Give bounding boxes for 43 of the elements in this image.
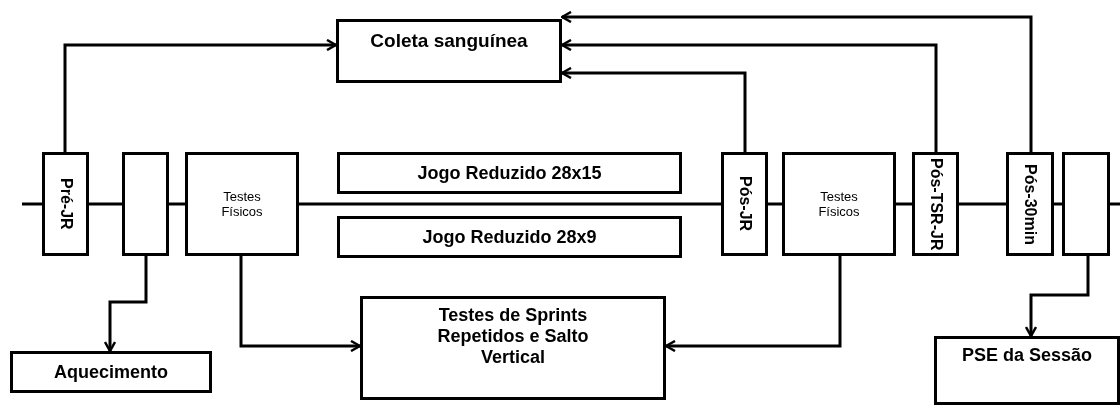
timeline-line: [89, 202, 122, 206]
arrow: [239, 256, 362, 353]
arrow: [664, 256, 842, 353]
timeline-line: [1054, 202, 1062, 206]
vertical-label: Pré-JR: [57, 178, 74, 230]
box-label: PSE da Sessão: [961, 345, 1093, 366]
process-box: [337, 152, 682, 194]
timeline-line: [299, 202, 721, 206]
process-box: [10, 351, 212, 393]
process-box: [1006, 152, 1054, 256]
arrow: [1024, 256, 1090, 338]
arrow: [560, 38, 938, 152]
timeline-line: [959, 202, 1006, 206]
process-box: [912, 152, 959, 256]
process-box: [721, 152, 768, 256]
empty-box: [122, 152, 169, 256]
box-label: Testes de Sprints Repetidos e Salto Vertical: [436, 305, 590, 368]
box-label: Coleta sanguínea: [370, 30, 528, 52]
process-box: [337, 216, 682, 258]
timeline-line: [169, 202, 185, 206]
process-box: [42, 152, 89, 256]
arrow: [560, 66, 747, 152]
timeline-line: [768, 202, 782, 206]
process-box: [782, 152, 896, 256]
box-label: Testes Físicos: [817, 189, 861, 219]
box-label: Testes Físicos: [220, 189, 264, 219]
empty-box: [1062, 152, 1110, 256]
box-label: Jogo Reduzido 28x9: [422, 226, 597, 248]
timeline-line: [1110, 202, 1120, 206]
process-box: [336, 19, 562, 83]
timeline-line: [896, 202, 912, 206]
timeline-line: [22, 202, 42, 206]
process-box: [934, 336, 1120, 405]
arrow: [63, 38, 338, 152]
process-box: [360, 296, 666, 400]
arrow: [560, 10, 1033, 152]
box-label: Aquecimento: [54, 361, 168, 383]
process-box: [185, 152, 299, 256]
arrow: [103, 256, 148, 353]
box-label: Jogo Reduzido 28x15: [417, 162, 602, 184]
vertical-label: Pós-30min: [1021, 163, 1039, 245]
vertical-label: Pós-TSR-JR: [927, 157, 944, 251]
vertical-label: Pós-JR: [736, 176, 753, 232]
